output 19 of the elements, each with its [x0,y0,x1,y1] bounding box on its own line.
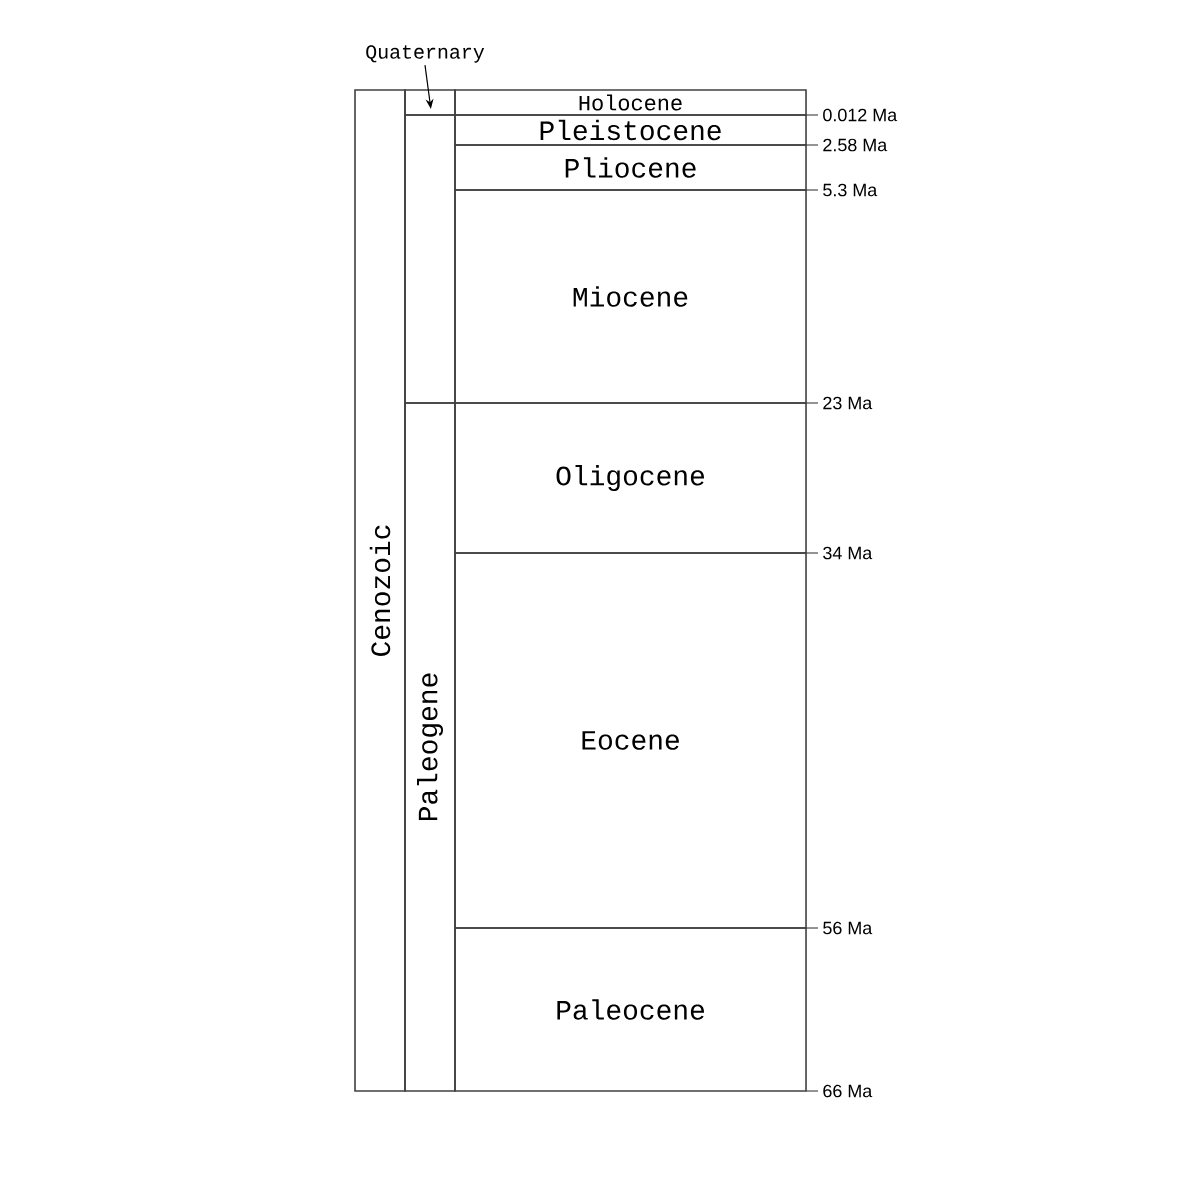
period-box [404,114,456,404]
period-box: Eocene [454,552,807,929]
period-box: Cenozoic [354,89,406,1092]
period-box: Pliocene [454,144,807,191]
age-tick-label: 34 Ma [805,546,873,560]
period-label: Quaternary [366,45,485,63]
period-box: Pleistocene [454,114,807,146]
age-tick-label: 23 Ma [805,396,873,410]
age-tick-label: 66 Ma [805,1084,873,1098]
age-tick-label: 56 Ma [805,921,873,935]
age-tick-label: 5.3 Ma [805,183,878,197]
period-box: Oligocene [454,402,807,554]
period-box: Holocene [454,89,807,116]
age-tick-label: 0.012 Ma [805,108,898,122]
age-tick-label: 2.58 Ma [805,138,888,152]
period-box: Paleogene [404,402,456,1092]
period-box: Miocene [454,189,807,404]
period-box: Paleocene [454,927,807,1092]
period-box [404,89,456,116]
